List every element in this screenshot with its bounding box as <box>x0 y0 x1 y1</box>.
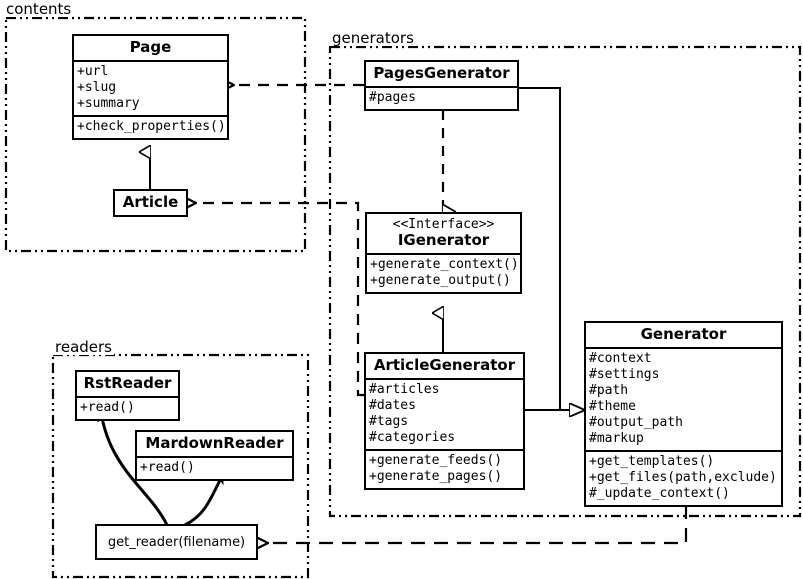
attribute: +url <box>77 64 109 79</box>
package-label-readers: readers <box>53 338 114 356</box>
class-box-article[interactable]: Article <box>113 189 188 217</box>
attribute: #pages <box>369 90 416 105</box>
class-attributes-page: +url +slug +summary <box>74 60 227 115</box>
method: +generate_feeds() <box>369 453 503 468</box>
attribute: +summary <box>77 96 140 111</box>
attribute: #articles <box>369 382 440 397</box>
class-box-rstreader[interactable]: RstReader +read() <box>75 370 180 421</box>
function-box-get-reader[interactable]: get_reader(filename) <box>95 524 258 560</box>
relationship-generators-generator <box>519 87 584 410</box>
method: +generate_context() <box>370 257 519 272</box>
class-attributes-pagesgenerator: #pages <box>366 86 517 109</box>
attribute: #categories <box>369 430 456 445</box>
attribute: #theme <box>589 399 636 414</box>
class-attributes-generator: #context #settings #path #theme #output_… <box>586 347 781 450</box>
attribute: #path <box>589 383 629 398</box>
attribute: #context <box>589 351 652 366</box>
class-methods-generator: +get_templates() +get_files(path,exclude… <box>586 450 781 505</box>
class-name-article: Article <box>122 193 179 211</box>
attribute: +slug <box>77 80 117 95</box>
method: +read() <box>80 400 135 415</box>
class-name-mardownreader: MardownReader <box>145 434 284 452</box>
package-label-generators: generators <box>330 29 416 47</box>
relationship-articlegenerator-article <box>196 203 364 397</box>
class-name-page: Page <box>129 38 172 56</box>
relationship-getreader-mardownreader <box>183 472 225 527</box>
class-name-igenerator: IGenerator <box>397 231 490 249</box>
class-box-page[interactable]: Page +url +slug +summary +check_properti… <box>72 34 229 140</box>
method: #_update_context() <box>589 486 730 501</box>
attribute: #tags <box>369 414 409 429</box>
package-frame-contents <box>4 16 307 253</box>
function-label-get-reader: get_reader(filename) <box>107 534 246 550</box>
class-name-generator: Generator <box>640 325 727 343</box>
method: +get_files(path,exclude) <box>589 470 777 485</box>
method: +check_properties() <box>77 119 226 134</box>
class-methods-page: +check_properties() <box>74 115 227 138</box>
attribute: #output_path <box>589 415 683 430</box>
class-methods-articlegenerator: +generate_feeds() +generate_pages() <box>366 449 523 488</box>
class-box-articlegenerator[interactable]: ArticleGenerator #articles #dates #tags … <box>364 352 525 490</box>
package-frame-generators <box>328 45 802 518</box>
class-stereotype-igenerator: <<Interface>> <box>392 217 495 232</box>
package-frame-readers <box>51 353 310 579</box>
class-name-rstreader: RstReader <box>83 374 172 392</box>
attribute: #markup <box>589 431 644 446</box>
class-name-articlegenerator: ArticleGenerator <box>373 356 516 374</box>
method: +generate_pages() <box>369 469 503 484</box>
class-box-pagesgenerator[interactable]: PagesGenerator #pages <box>364 60 519 111</box>
class-methods-igenerator: +generate_context() +generate_output() <box>367 253 520 292</box>
class-attributes-articlegenerator: #articles #dates #tags #categories <box>366 378 523 449</box>
attribute: #settings <box>589 367 660 382</box>
relationship-getreader-rstreader <box>97 410 169 527</box>
class-methods-mardownreader: +read() <box>137 456 292 479</box>
attribute: #dates <box>369 398 416 413</box>
relationship-generator-getreader <box>268 505 688 543</box>
method: +generate_output() <box>370 273 511 288</box>
package-label-contents: contents <box>4 0 74 18</box>
class-box-igenerator[interactable]: <<Interface>> IGenerator +generate_conte… <box>365 212 522 294</box>
method: +read() <box>140 460 195 475</box>
class-methods-rstreader: +read() <box>77 396 178 419</box>
class-name-pagesgenerator: PagesGenerator <box>373 64 510 82</box>
class-box-mardownreader[interactable]: MardownReader +read() <box>135 430 294 481</box>
class-box-generator[interactable]: Generator #context #settings #path #them… <box>584 321 783 507</box>
method: +get_templates() <box>589 454 715 469</box>
